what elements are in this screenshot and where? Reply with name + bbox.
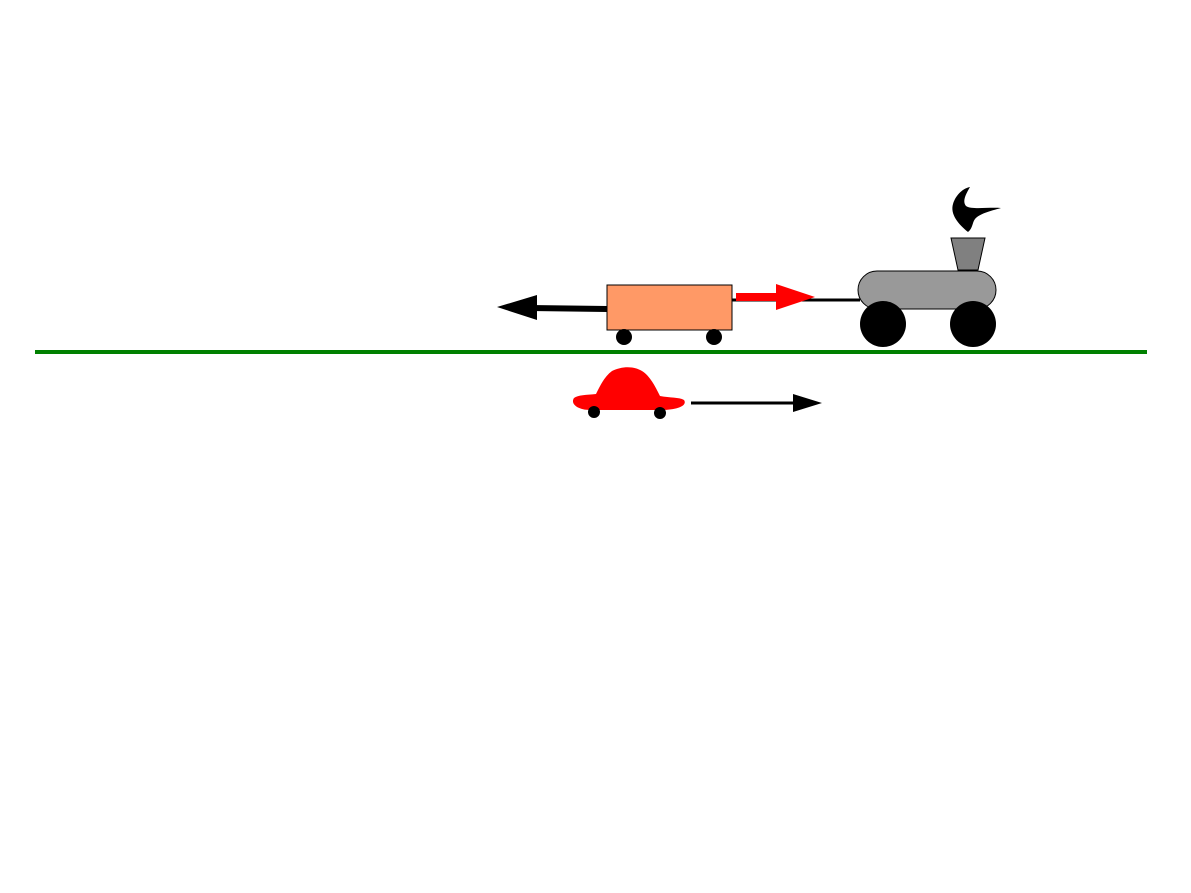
wagon-wheel-front bbox=[706, 329, 722, 345]
wagon-body bbox=[606, 284, 733, 331]
tractor-wheel-rear bbox=[860, 301, 906, 347]
smoke-puff-icon bbox=[952, 187, 1001, 232]
car-body bbox=[572, 367, 685, 410]
friction-force-arrow bbox=[497, 295, 608, 320]
boiler bbox=[857, 270, 997, 310]
car-icon bbox=[572, 367, 685, 419]
tension-arrow-head bbox=[776, 284, 815, 310]
friction-arrow-shaft bbox=[529, 305, 608, 312]
car-wheel-rear bbox=[588, 406, 600, 418]
chimney bbox=[950, 237, 986, 271]
wagon-wheel-rear bbox=[616, 329, 632, 345]
steam-tractor-icon bbox=[857, 187, 1001, 347]
velocity-arrow-head bbox=[793, 394, 822, 412]
car-wheel-front bbox=[654, 407, 666, 419]
velocity-arrow bbox=[691, 394, 822, 412]
tractor-wheel-front bbox=[950, 301, 996, 347]
wagon bbox=[606, 284, 733, 345]
tension-force-arrow bbox=[736, 284, 815, 310]
friction-arrow-head bbox=[497, 295, 537, 320]
